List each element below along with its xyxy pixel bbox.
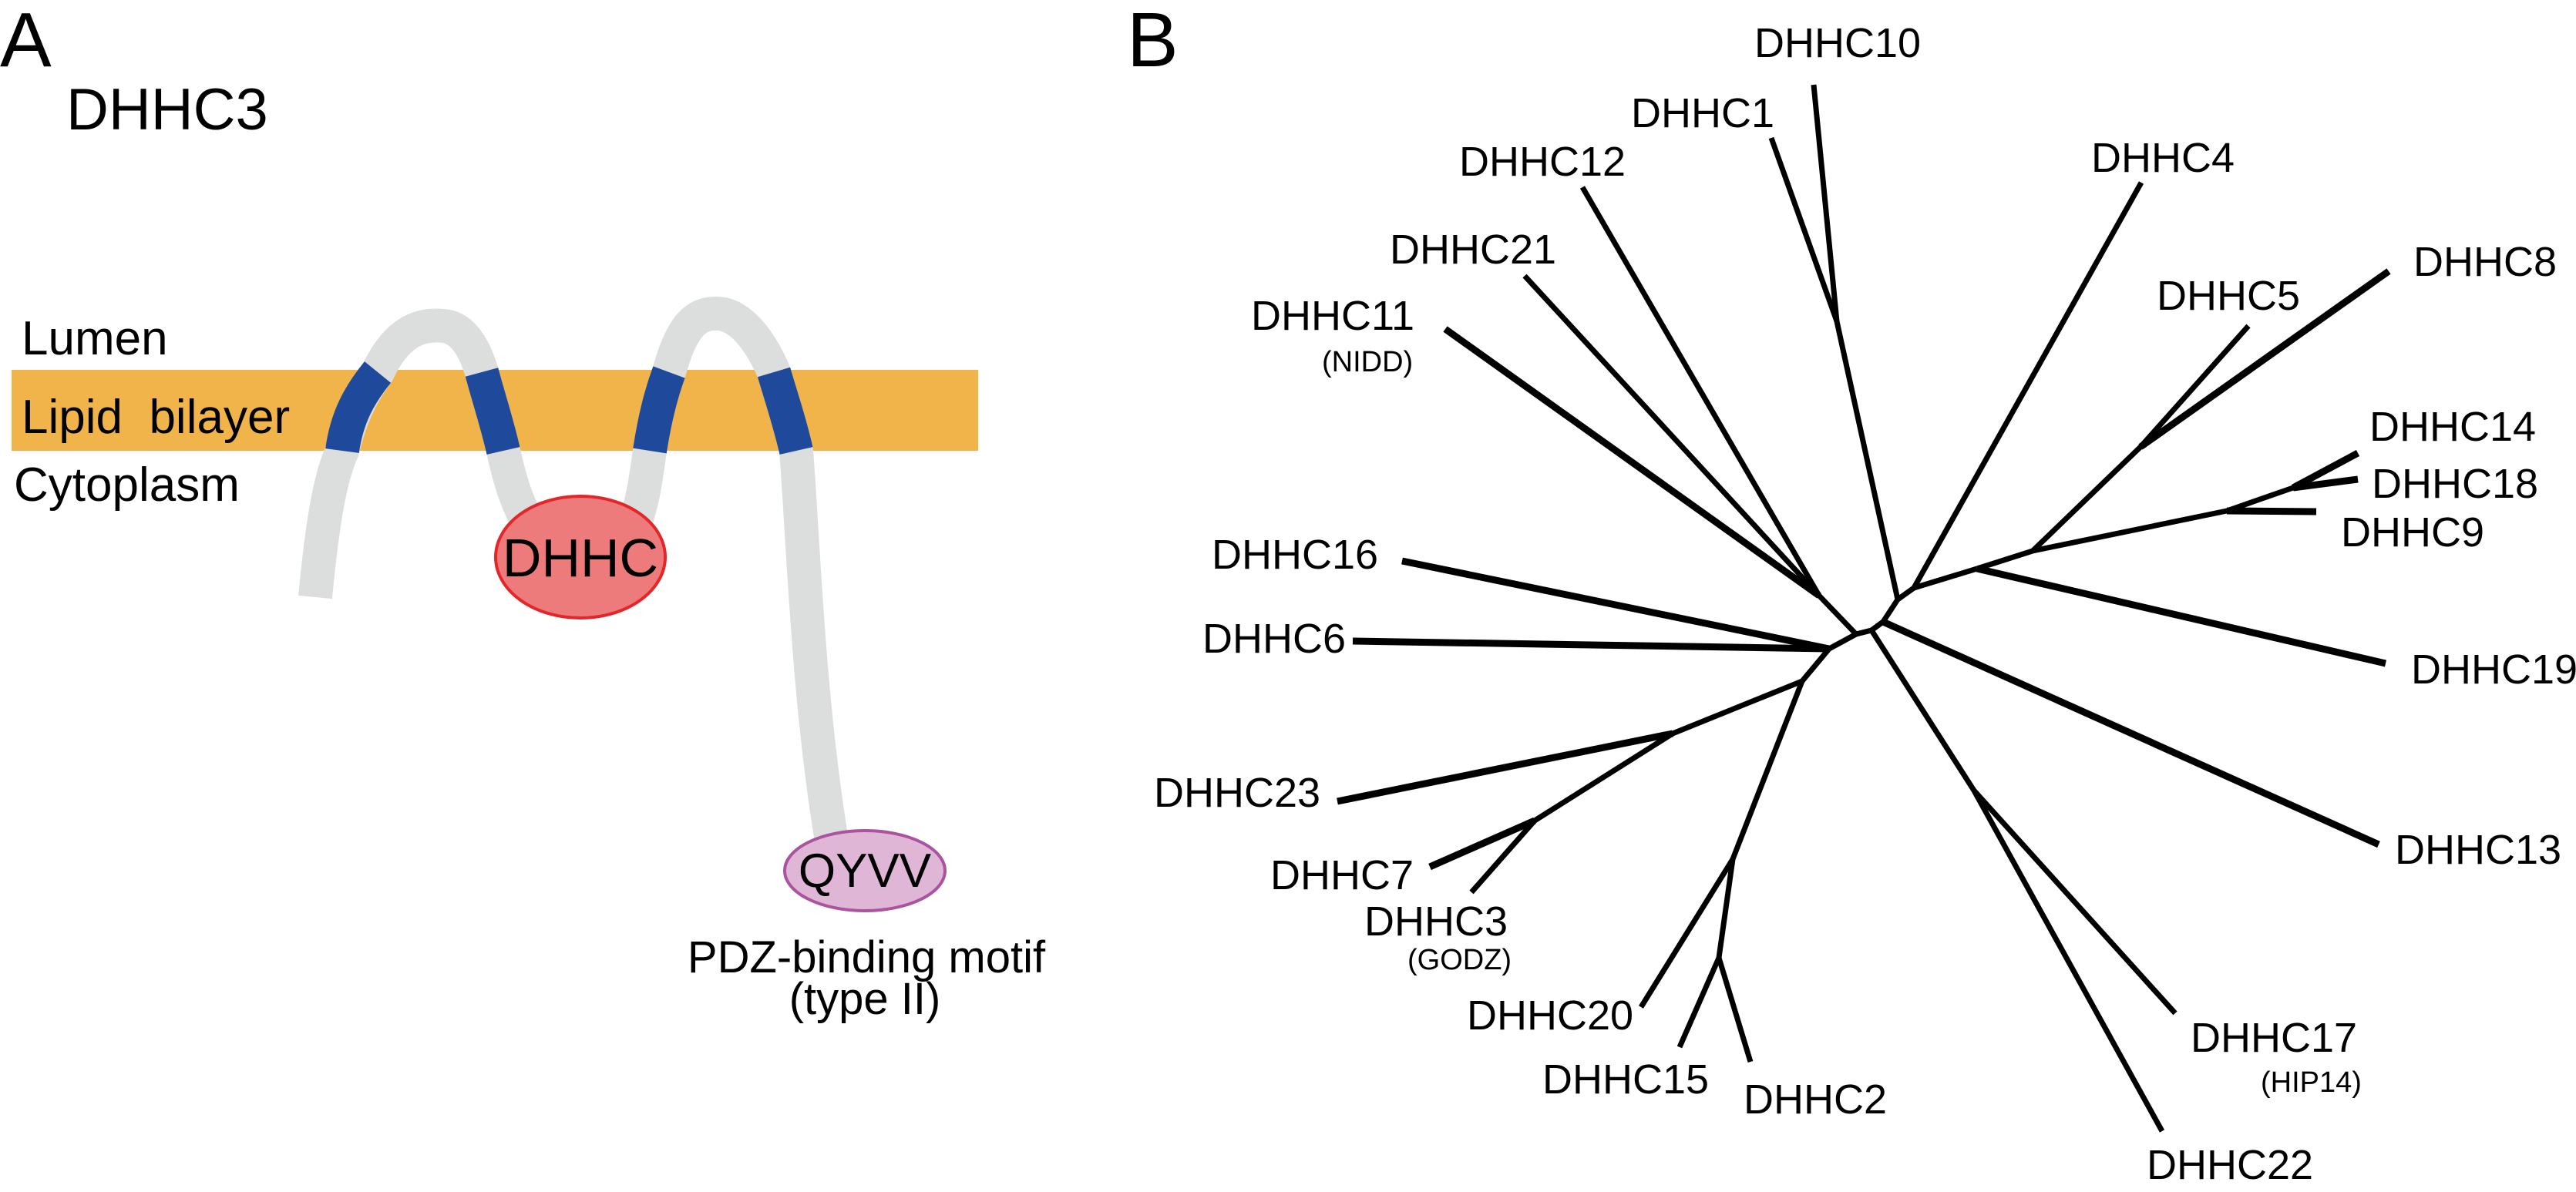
panel-b-letter: B bbox=[1127, 0, 1179, 83]
tree-branch-nUL-DHHC12 bbox=[1579, 186, 1822, 597]
tree-branch-n73-DHHC7 bbox=[1428, 817, 1536, 871]
leaf-label-dhhc11: DHHC11 bbox=[1251, 293, 1414, 339]
leaf-label-dhhc9: DHHC9 bbox=[2341, 509, 2484, 556]
motif-caption-line1: PDZ-binding motif bbox=[688, 932, 1046, 982]
leaf-label-dhhc17: DHHC17 bbox=[2191, 1015, 2357, 1061]
panel-b: B DHHC10DHHC1DHHC12DHHC21DHHC11(NIDD)DHH… bbox=[1127, 0, 2576, 1188]
tree-branch-n58-DHHC5 bbox=[2138, 324, 2251, 449]
leaf-label-dhhc12: DHHC12 bbox=[1459, 139, 1626, 185]
tree-branch-n9-DHHC9 bbox=[2226, 507, 2317, 515]
leaf-label-dhhc18: DHHC18 bbox=[2372, 461, 2538, 507]
tree-branch-nR-n1722 bbox=[1869, 629, 1976, 792]
tree-branch-n1418-DHHC14 bbox=[2291, 450, 2360, 491]
tree-branch-n58-DHHC8 bbox=[2138, 268, 2391, 450]
dhhc-domain-label: DHHC bbox=[503, 528, 658, 588]
tree-branch-nLL-n23 bbox=[1671, 678, 1804, 737]
tree-branch-nT-n4 bbox=[1895, 586, 1916, 602]
leaf-label-dhhc20: DHHC20 bbox=[1467, 992, 1633, 1039]
motif-caption-line2: (type II) bbox=[789, 974, 941, 1024]
tree-branch-n16-nLL bbox=[1800, 646, 1831, 683]
pdz-motif bbox=[783, 829, 947, 912]
leaf-alias-dhhc17: (HIP14) bbox=[2261, 1066, 2362, 1099]
tree-branch-n16-DHHC16 bbox=[1401, 557, 1830, 653]
pdz-motif-label: QYVV bbox=[799, 844, 932, 898]
leaf-label-dhhc3: DHHC3 bbox=[1364, 898, 1508, 945]
tree-branch-n9-n1418 bbox=[2225, 485, 2295, 514]
panel-a: A DHHC3 Lumen Lipid bilayer Cytoplasm DH… bbox=[0, 0, 1046, 1024]
transmembrane-helix-2 bbox=[465, 368, 520, 455]
leaf-label-dhhc8: DHHC8 bbox=[2413, 239, 2557, 285]
leaf-alias-dhhc3: (GODZ) bbox=[1407, 944, 1512, 976]
leaf-label-dhhc15: DHHC15 bbox=[1542, 1056, 1709, 1103]
leaf-label-dhhc2: DHHC2 bbox=[1744, 1076, 1887, 1123]
tree-branch-n4-DHHC4 bbox=[1911, 181, 2144, 589]
tree-branch-n110-DHHC10 bbox=[1811, 84, 1840, 322]
lumen-label: Lumen bbox=[22, 312, 168, 365]
leaf-label-dhhc19: DHHC19 bbox=[2411, 646, 2576, 693]
dhhc-domain bbox=[494, 495, 667, 620]
protein-title: DHHC3 bbox=[66, 77, 268, 143]
leaf-label-dhhc23: DHHC23 bbox=[1154, 770, 1320, 816]
tree-branch-n1418-DHHC18 bbox=[2292, 475, 2359, 492]
leaf-label-dhhc22: DHHC22 bbox=[2147, 1142, 2313, 1188]
leaf-label-dhhc10: DHHC10 bbox=[1754, 20, 1921, 66]
tree-branch-n16-DHHC6 bbox=[1352, 637, 1830, 653]
tree-branch-nA-n9 bbox=[2032, 508, 2228, 554]
transmembrane-helix-3 bbox=[633, 366, 685, 454]
leaf-label-dhhc14: DHHC14 bbox=[2369, 404, 2536, 450]
tree-branch-nUL-DHHC21 bbox=[1522, 274, 1821, 598]
tree-branch-n152-DHHC2 bbox=[1716, 956, 1754, 1063]
leaf-label-dhhc6: DHHC6 bbox=[1202, 616, 1346, 662]
tree-branch-nL-nR bbox=[1855, 627, 1872, 637]
tree-branch-n13-DHHC13 bbox=[1882, 618, 2380, 848]
tree-branch-n19-DHHC19 bbox=[1976, 565, 2387, 667]
tree-branch-nLL-n20 bbox=[1730, 680, 1805, 861]
transmembrane-helix-4 bbox=[757, 367, 813, 455]
panel-a-letter: A bbox=[0, 0, 52, 83]
leaf-label-dhhc16: DHHC16 bbox=[1212, 532, 1378, 578]
leaf-label-dhhc7: DHHC7 bbox=[1270, 852, 1414, 898]
leaf-label-dhhc4: DHHC4 bbox=[2091, 135, 2235, 181]
tree-branch-nT-n110 bbox=[1834, 321, 1901, 600]
tree-branch-nL-n16 bbox=[1828, 631, 1858, 652]
tree-branch-n20-DHHC20 bbox=[1639, 858, 1735, 1009]
tree-branch-n1722-DHHC17 bbox=[1972, 788, 2177, 1016]
tree-edges bbox=[1337, 84, 2391, 1133]
tree-branch-n19-nA bbox=[1976, 548, 2034, 572]
tree-branch-n23-DHHC23 bbox=[1337, 730, 1673, 805]
bilayer-label: Lipid bilayer bbox=[22, 391, 290, 444]
leaf-label-dhhc1: DHHC1 bbox=[1631, 90, 1774, 136]
tree-branch-nUL-DHHC11 bbox=[1443, 326, 1821, 599]
leaf-alias-dhhc11: (NIDD) bbox=[1322, 346, 1413, 378]
leaf-label-dhhc5: DHHC5 bbox=[2157, 273, 2300, 319]
leaf-label-dhhc13: DHHC13 bbox=[2395, 827, 2561, 873]
tree-branch-n23-n73 bbox=[1533, 731, 1674, 823]
tree-branch-nR-n13 bbox=[1869, 620, 1885, 633]
cytoplasm-label: Cytoplasm bbox=[14, 458, 240, 512]
tree-branch-n110-DHHC1 bbox=[1768, 136, 1840, 323]
transmembrane-helix-1 bbox=[325, 361, 392, 454]
tree-branch-n20-n152 bbox=[1716, 858, 1736, 959]
tree-branch-nA-n58 bbox=[2030, 445, 2143, 553]
tree-branch-n13-nT bbox=[1881, 598, 1900, 623]
tree-branch-n1722-DHHC22 bbox=[1971, 789, 2165, 1133]
tree-branch-n152-DHHC15 bbox=[1676, 956, 1722, 1049]
tree-branch-n4-n19 bbox=[1912, 566, 1979, 591]
tree-branch-nL-nUL bbox=[1817, 593, 1858, 636]
leaf-label-dhhc21: DHHC21 bbox=[1390, 227, 1556, 273]
tree-branch-n73-DHHC3 bbox=[1469, 818, 1537, 895]
